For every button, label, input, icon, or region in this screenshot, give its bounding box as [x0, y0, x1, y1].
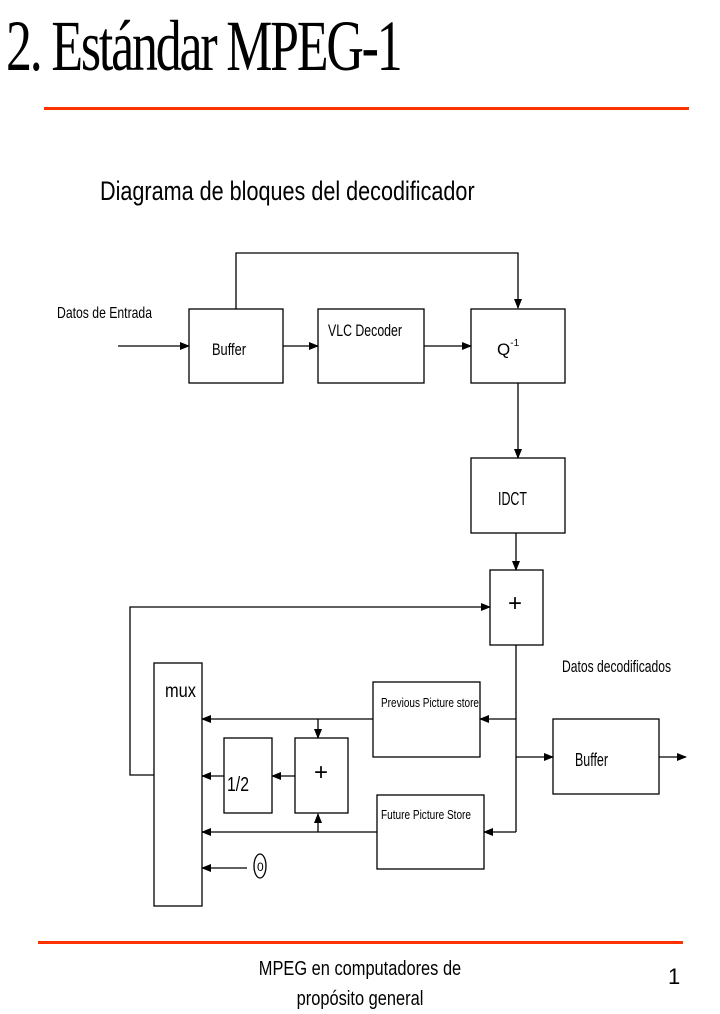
output-label: Datos decodificados: [562, 657, 671, 676]
input-label: Datos de Entrada: [57, 305, 152, 322]
half-label: 1/2: [227, 774, 249, 796]
previous-picture-store-label: Previous Picture store: [381, 695, 479, 710]
slide-title: 2. Estándar MPEG-1: [6, 6, 403, 86]
footer-line-2: propósito general: [296, 988, 424, 1010]
buffer-to-q-feedback: [235, 252, 522, 309]
mux-label: mux: [165, 681, 196, 702]
previous-picture-store-block: [372, 681, 481, 758]
footer-text: MPEG en computadores de propósito genera…: [230, 954, 490, 1014]
buffer-in-block: [188, 308, 284, 384]
adder-top-block: [489, 569, 544, 646]
buffer-out-label: Buffer: [575, 750, 608, 770]
half-block: [223, 737, 273, 814]
page-number: 1: [668, 964, 681, 989]
title-underline: [44, 107, 689, 110]
vlc-decoder-label: VLC Decoder: [328, 321, 402, 340]
zero-input-label: 0: [257, 860, 264, 874]
zero-input-circle: [253, 853, 267, 879]
adder-mid-block: [294, 737, 349, 814]
diagram-subtitle: Diagrama de bloques del decodificador: [100, 176, 475, 206]
q-inverse-label: Q-1: [497, 338, 520, 359]
adder-mid-label: +: [314, 759, 328, 786]
buffer-in-label: Buffer: [212, 340, 246, 359]
vlc-decoder-block: [317, 308, 425, 384]
idct-block: [470, 457, 566, 534]
mux-block: [153, 662, 203, 907]
buffer-out-block: [552, 718, 660, 795]
mux-to-adder-loop: [129, 603, 491, 776]
future-picture-store-block: [376, 794, 485, 870]
footer-line-1: MPEG en computadores de: [258, 958, 462, 980]
footer-rule: [38, 941, 683, 944]
adder-top-label: +: [508, 590, 522, 617]
future-picture-store-label: Future Picture Store: [381, 807, 471, 822]
q-inverse-block: [470, 308, 566, 384]
idct-label: IDCT: [498, 489, 527, 509]
